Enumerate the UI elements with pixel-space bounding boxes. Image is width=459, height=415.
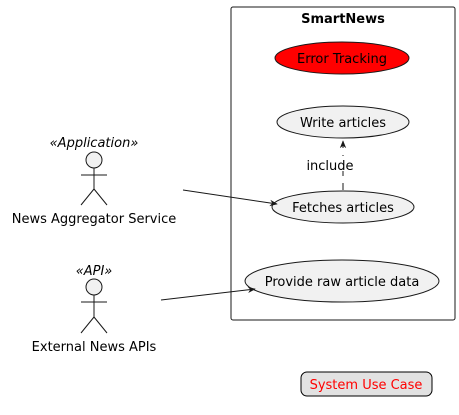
actor-name-external-news-apis: External News APIs <box>32 340 157 355</box>
actor-news-aggregator-service: «Application» News Aggregator Service <box>12 136 177 227</box>
association-apis-provide <box>160 286 256 301</box>
association-aggregator-fetches <box>182 189 278 207</box>
usecase-write-articles-label: Write articles <box>300 116 386 131</box>
actor-stereotype-application: «Application» <box>50 136 139 151</box>
actor-head <box>85 278 103 296</box>
actor-name-news-aggregator: News Aggregator Service <box>12 212 177 227</box>
legend-label: System Use Case <box>310 378 423 393</box>
usecase-provide-raw-article-data: Provide raw article data <box>244 259 440 303</box>
system-title: SmartNews <box>301 12 385 27</box>
usecase-error-tracking-label: Error Tracking <box>297 52 387 67</box>
usecase-fetches-articles-label: Fetches articles <box>292 201 394 216</box>
system-boundary: SmartNews <box>230 6 456 321</box>
usecase-fetches-articles: Fetches articles <box>271 190 415 224</box>
actor-stereotype-api: «API» <box>76 264 113 279</box>
usecase-write-articles: Write articles <box>276 105 410 139</box>
actor-head <box>85 151 103 169</box>
actor-external-news-apis: «API» External News APIs <box>32 264 157 355</box>
legend: System Use Case <box>300 371 433 397</box>
usecase-provide-raw-label: Provide raw article data <box>265 275 420 290</box>
include-label: include <box>306 159 353 174</box>
include-relation: include <box>306 140 354 190</box>
usecase-error-tracking: Error Tracking <box>274 41 410 75</box>
